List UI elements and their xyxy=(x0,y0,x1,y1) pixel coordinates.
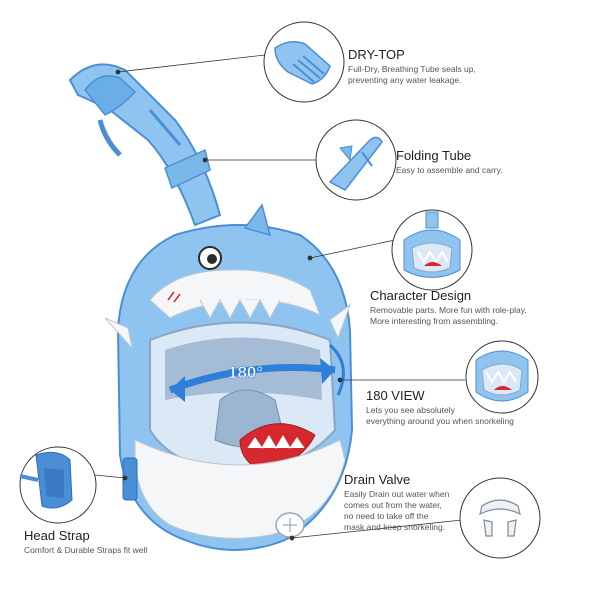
head-strap-circle xyxy=(19,446,97,524)
drain-valve-desc-line: no need to take off the xyxy=(344,511,429,521)
character-design-desc-line: More interesting from assembling. xyxy=(370,316,499,326)
folding-tube-desc: Easy to assemble and carry. xyxy=(396,165,503,176)
drain-valve-callout: Drain Valve Easily Drain out water when … xyxy=(344,472,449,533)
view-180-badge: 180° xyxy=(228,363,263,382)
dry-top-title: DRY-TOP xyxy=(348,47,405,62)
folding-tube-circle xyxy=(315,119,397,201)
dry-top-callout: DRY-TOP Full-Dry, Breathing Tube seals u… xyxy=(348,47,476,86)
view-180-desc-line: Lets you see absolutely xyxy=(366,405,455,415)
dry-top-desc-line: preventing any water leakage. xyxy=(348,75,462,85)
drain-valve-desc-line: mask and keep snorkeling. xyxy=(344,522,446,532)
dry-top-circle xyxy=(263,21,345,103)
view-180-desc-line: everything around you when snorkeling xyxy=(366,416,514,426)
drain-valve-desc-line: comes out from the water, xyxy=(344,500,442,510)
drain-valve-icon xyxy=(479,499,521,537)
drain-valve-title: Drain Valve xyxy=(344,472,411,487)
character-design-title: Character Design xyxy=(370,288,472,303)
head-strap-desc-line: Comfort & Durable Straps fit well xyxy=(24,545,148,555)
shark-mask-front-icon xyxy=(475,350,529,402)
character-design-desc: Removable parts. More fun with role-play… xyxy=(370,305,527,327)
character-design-callout: Character Design Removable parts. More f… xyxy=(370,288,527,327)
drain-valve-desc: Easily Drain out water when comes out fr… xyxy=(344,489,449,533)
head-strap-title: Head Strap xyxy=(24,528,90,543)
head-strap-icon xyxy=(19,451,73,509)
drain-valve-circle xyxy=(459,477,541,559)
view-180-title: 180 VIEW xyxy=(366,388,425,403)
view-180-desc: Lets you see absolutely everything aroun… xyxy=(366,405,514,427)
view-180-arrow xyxy=(168,343,345,402)
dry-top-valve-icon xyxy=(274,41,331,85)
head-strap-desc: Comfort & Durable Straps fit well xyxy=(24,545,147,556)
folding-tube-title: Folding Tube xyxy=(396,148,472,163)
shark-mask-icon xyxy=(403,211,461,278)
character-design-desc-line: Removable parts. More fun with role-play… xyxy=(370,305,527,315)
dry-top-desc-line: Full-Dry, Breathing Tube seals up, xyxy=(348,64,476,74)
head-strap-callout: Head Strap Comfort & Durable Straps fit … xyxy=(24,528,147,556)
view-180-callout: 180 VIEW Lets you see absolutely everyth… xyxy=(366,388,514,427)
folding-tube-icon xyxy=(328,136,383,191)
folding-tube-callout: Folding Tube Easy to assemble and carry. xyxy=(396,148,503,176)
leader-lines xyxy=(94,54,465,541)
folding-tube-desc-line: Easy to assemble and carry. xyxy=(396,165,503,175)
dry-top-desc: Full-Dry, Breathing Tube seals up, preve… xyxy=(348,64,476,86)
drain-valve-desc-line: Easily Drain out water when xyxy=(344,489,450,499)
view-180-circle xyxy=(465,340,539,414)
character-design-circle xyxy=(391,209,473,291)
snorkel-tube xyxy=(68,63,222,227)
